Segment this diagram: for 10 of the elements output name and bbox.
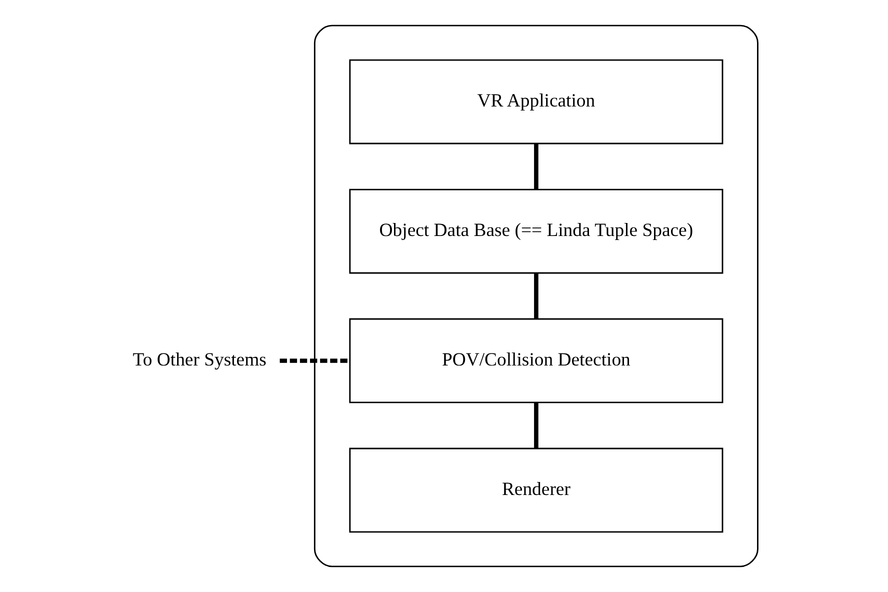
node-box: Object Data Base (== Linda Tuple Space) <box>348 188 723 274</box>
node-box: Renderer <box>348 448 723 533</box>
connector <box>279 358 350 363</box>
connector <box>534 144 538 190</box>
node-text: To Other Systems <box>132 350 266 371</box>
connector <box>534 273 538 319</box>
node-box: VR Application <box>348 59 723 144</box>
node-box: POV/Collision Detection <box>348 318 723 404</box>
connector <box>534 402 538 448</box>
cluster <box>313 24 758 568</box>
